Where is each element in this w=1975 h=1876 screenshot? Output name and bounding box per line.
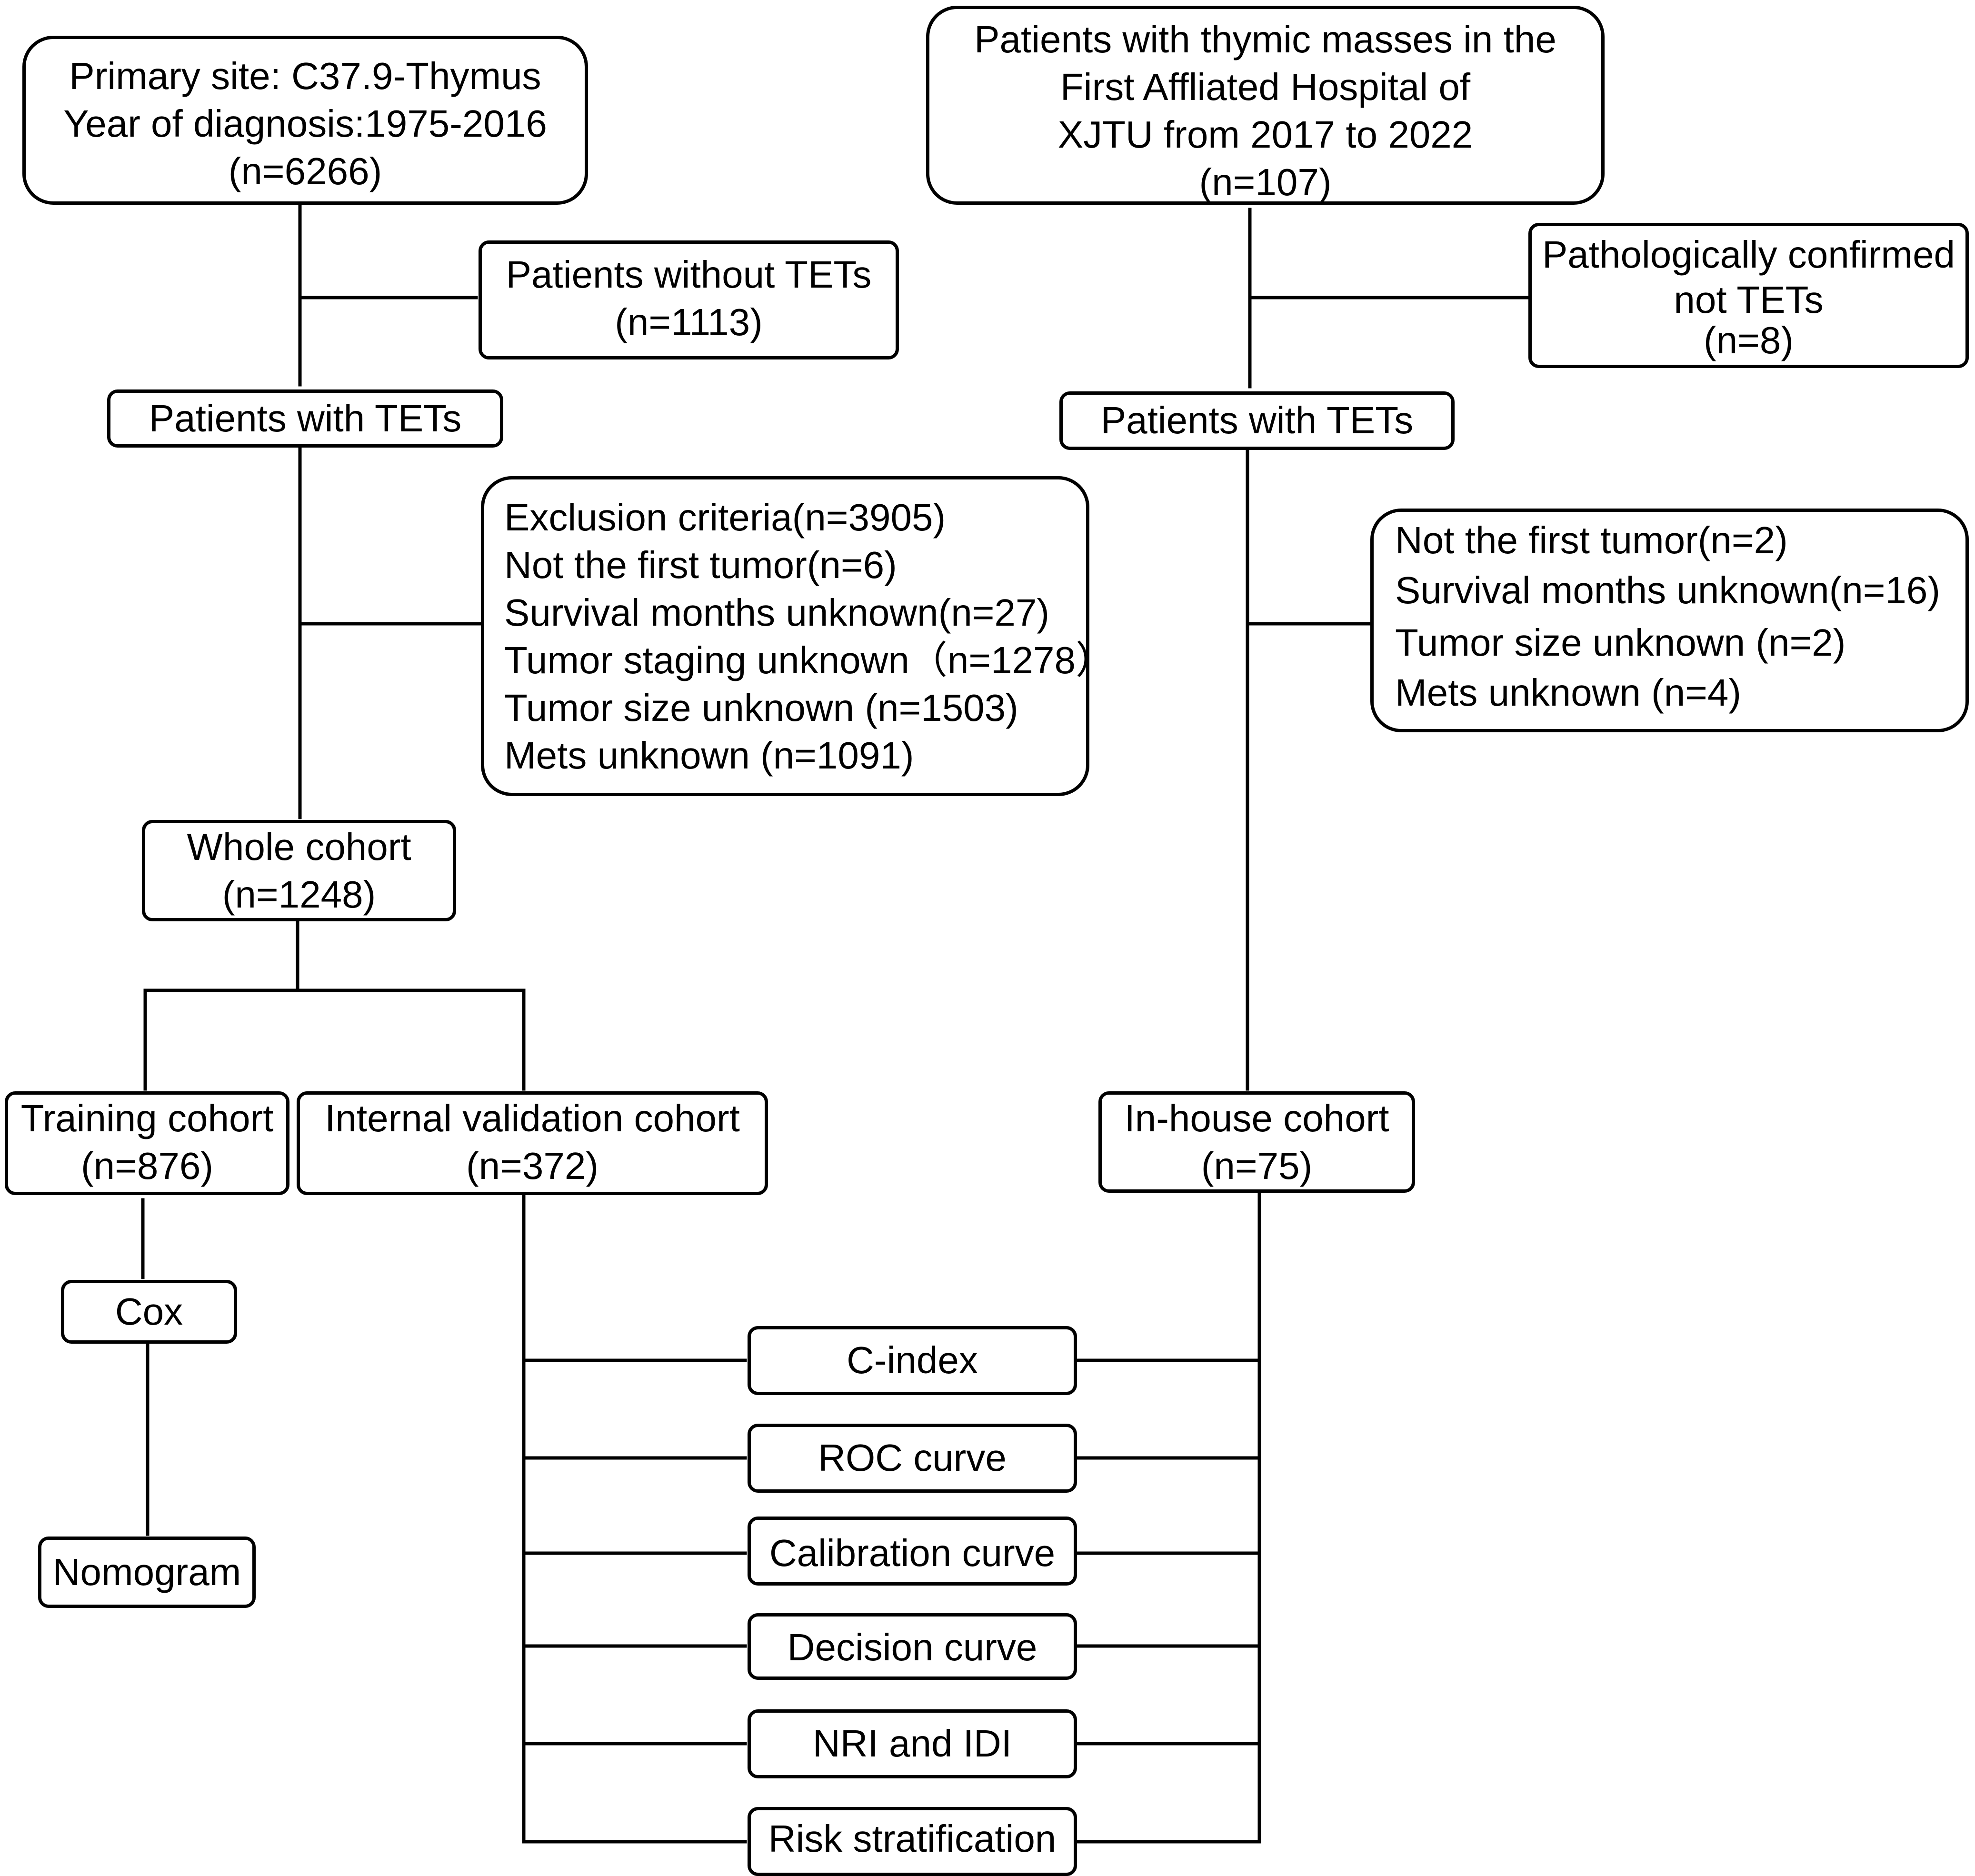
right-patients-with-tets-label: Patients with TETs: [1100, 399, 1414, 441]
hospital-source-box: Patients with thymic masses in the First…: [926, 6, 1605, 205]
left-patients-with-tets-box: Patients with TETs: [107, 389, 503, 448]
seer-count: (n=6266): [228, 150, 382, 192]
inhouse-cohort-count: (n=75): [1201, 1145, 1313, 1187]
hospital-line-2: First Affliated Hospital of: [1060, 66, 1471, 108]
exclusion-staging-unknown: Tumor staging unknown（n=1278）: [504, 639, 1114, 681]
exclusion-size-unknown: Tumor size unknown (n=1503): [504, 687, 1018, 729]
nri-idi-label: NRI and IDI: [813, 1722, 1012, 1765]
without-tets-box: Patients without TETs (n=1113): [479, 240, 899, 359]
whole-cohort-box: Whole cohort (n=1248): [142, 820, 456, 921]
without-tets-count: (n=1113): [615, 301, 763, 343]
inhouse-cohort-box: In-house cohort (n=75): [1098, 1091, 1415, 1193]
decision-curve-box: Decision curve: [748, 1613, 1077, 1680]
not-tets-line-2: not TETs: [1674, 279, 1824, 321]
exclusion-criteria-total: Exclusion criteria(n=3905): [504, 496, 946, 539]
calibration-curve-box: Calibration curve: [748, 1517, 1077, 1586]
r-exclusion-size-unknown: Tumor size unknown (n=2): [1395, 621, 1846, 664]
exclusion-not-first-tumor: Not the first tumor(n=6): [504, 544, 897, 586]
inhouse-cohort-label: In-house cohort: [1124, 1097, 1389, 1139]
without-tets-label: Patients without TETs: [506, 253, 872, 296]
internal-validation-label: Internal validation cohort: [325, 1097, 740, 1139]
hospital-count: (n=107): [1199, 161, 1332, 203]
internal-validation-box: Internal validation cohort (n=372): [297, 1091, 768, 1195]
training-cohort-box: Training cohort (n=876): [5, 1091, 289, 1195]
training-cohort-count: (n=876): [81, 1145, 213, 1187]
training-cohort-label: Training cohort: [20, 1097, 274, 1139]
not-tets-line-1: Pathologically confirmed: [1542, 233, 1955, 276]
r-exclusion-not-first-tumor: Not the first tumor(n=2): [1395, 519, 1788, 561]
seer-year-of-diagnosis: Year of diagnosis:1975-2016: [63, 102, 547, 145]
roc-curve-label: ROC curve: [818, 1437, 1007, 1479]
nri-idi-box: NRI and IDI: [748, 1709, 1077, 1778]
cox-box: Cox: [61, 1280, 237, 1344]
exclusion-mets-unknown: Mets unknown (n=1091): [504, 734, 914, 777]
seer-source-box: Primary site: C37.9-Thymus Year of diagn…: [22, 36, 588, 205]
left-exclusion-box: Exclusion criteria(n=3905) Not the first…: [481, 476, 1114, 796]
calibration-curve-label: Calibration curve: [769, 1532, 1056, 1574]
right-exclusion-box: Not the first tumor(n=2) Survival months…: [1370, 509, 1969, 732]
cindex-label: C-index: [847, 1339, 978, 1381]
roc-curve-box: ROC curve: [748, 1424, 1077, 1493]
risk-stratification-label: Risk stratification: [768, 1817, 1057, 1860]
risk-stratification-box: Risk stratification: [748, 1807, 1077, 1876]
decision-curve-label: Decision curve: [787, 1626, 1037, 1668]
seer-primary-site: Primary site: C37.9-Thymus: [69, 55, 541, 97]
right-patients-with-tets-box: Patients with TETs: [1059, 391, 1455, 450]
left-patients-with-tets-label: Patients with TETs: [149, 397, 462, 439]
nomogram-box: Nomogram: [38, 1537, 256, 1608]
cindex-box: C-index: [748, 1326, 1077, 1395]
nomogram-label: Nomogram: [52, 1551, 241, 1593]
not-tets-count: (n=8): [1704, 319, 1794, 361]
whole-cohort-count: (n=1248): [222, 873, 376, 916]
not-tets-box: Pathologically confirmed not TETs (n=8): [1528, 223, 1969, 368]
exclusion-survival-unknown: Survival months unknown(n=27): [504, 591, 1050, 634]
r-exclusion-mets-unknown: Mets unknown (n=4): [1395, 671, 1742, 714]
cox-label: Cox: [115, 1290, 183, 1333]
r-exclusion-survival-unknown: Survival months unknown(n=16): [1395, 569, 1941, 611]
hospital-line-3: XJTU from 2017 to 2022: [1057, 113, 1473, 156]
internal-validation-count: (n=372): [466, 1145, 598, 1187]
hospital-line-1: Patients with thymic masses in the: [974, 18, 1556, 60]
whole-cohort-label: Whole cohort: [187, 826, 411, 868]
